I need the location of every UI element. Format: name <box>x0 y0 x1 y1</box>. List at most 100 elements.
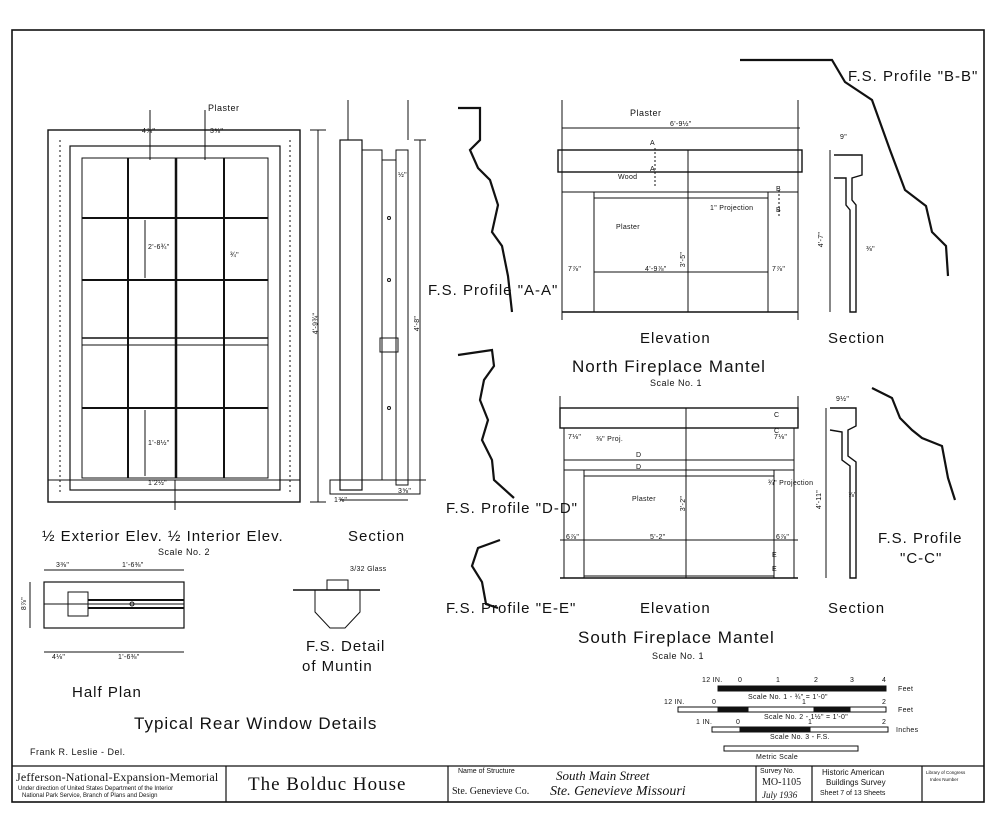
window-elev-title: ½ Exterior Elev. ½ Interior Elev. <box>42 528 284 545</box>
north-sec-mid: ⅜" <box>866 246 875 253</box>
scale1-unit: 12 IN. <box>702 677 723 684</box>
title-street: South Main Street <box>556 768 650 783</box>
title-block <box>12 765 984 802</box>
title-org-sub-2: National Park Service, Branch of Plans a… <box>22 793 158 799</box>
south-dim-h: 3'-2" <box>680 495 688 512</box>
plan-dim-bot1: 4⅛" <box>52 654 66 661</box>
section-dim-b1: 3⅝" <box>398 488 412 495</box>
south-dim-left: 7⅛" <box>568 434 582 441</box>
north-dim-side1: 7⅞" <box>568 266 582 273</box>
south-mantel-section <box>825 407 857 579</box>
north-plaster-mid: Plaster <box>616 224 640 231</box>
sheet-border <box>11 29 985 803</box>
muntin-detail <box>293 579 380 629</box>
south-dim-opening: 5'-2" <box>650 534 666 541</box>
north-profile-bb-label: F.S. Profile "B-B" <box>848 68 979 85</box>
south-profile-cc-label-1: F.S. Profile <box>878 530 963 547</box>
north-profile-aa-label: F.S. Profile "A-A" <box>428 282 559 299</box>
title-date: July 1936 <box>762 790 798 800</box>
north-mantel-elevation <box>557 100 803 320</box>
window-section-title: Section <box>348 528 406 545</box>
scale2-tick-0: 0 <box>712 699 717 706</box>
north-dim-h: 3'-5" <box>680 251 688 268</box>
south-plaster: Plaster <box>632 496 656 503</box>
south-mark-e1: E <box>772 552 777 559</box>
scale1-tick-3: 3 <box>850 677 855 684</box>
south-mantel-scale: Scale No. 1 <box>652 651 705 661</box>
scale2-unit: 12 IN. <box>664 699 685 706</box>
south-mark-d1: D <box>636 452 642 459</box>
half-plan <box>29 569 185 653</box>
south-dim-right: 7⅛" <box>774 434 788 441</box>
north-mantel-scale: Scale No. 1 <box>650 378 703 388</box>
window-main-title: Typical Rear Window Details <box>134 714 378 733</box>
scale2-tick-1: 1 <box>802 699 807 706</box>
muntin-title-2: of Muntin <box>302 658 373 675</box>
metric-scale-label: Metric Scale <box>756 754 799 761</box>
south-profile-cc <box>871 387 957 501</box>
scale2-units: Feet <box>898 707 914 714</box>
south-mark-c2: C <box>774 428 780 435</box>
south-profile-ee-label: F.S. Profile "E-E" <box>446 600 577 617</box>
scale1-tick-0: 0 <box>738 677 743 684</box>
scale3-units: Inches <box>896 727 919 734</box>
north-mark-a1: A <box>650 140 655 147</box>
north-mantel-section <box>829 150 863 313</box>
window-dim-lower: 1'-8½" <box>148 440 170 447</box>
title-habs-2: Buildings Survey <box>826 778 886 787</box>
title-sheet: Sheet 7 of 13 Sheets <box>820 790 886 797</box>
title-structure: The Bolduc House <box>248 774 407 795</box>
scale2-tick-2: 2 <box>882 699 887 706</box>
south-sec-h: 4'-11" <box>816 489 824 510</box>
title-loc-1: Library of Congress <box>926 770 966 775</box>
south-profile-dd <box>457 348 515 499</box>
north-sec-top: 9" <box>840 134 847 141</box>
window-dim-sill: 1'2½" <box>148 480 167 487</box>
south-mantel-elevation <box>559 396 799 579</box>
title-survey-no: MO-1105 <box>762 777 802 788</box>
north-projection: 1" Projection <box>710 205 754 212</box>
north-mark-b2: B <box>776 207 781 214</box>
south-profile-dd-label: F.S. Profile "D-D" <box>446 500 579 517</box>
half-plan-title: Half Plan <box>72 684 142 701</box>
south-mark-e2: E <box>772 566 777 573</box>
south-sec-mid: ⅞" <box>848 492 857 499</box>
title-loc-2: Index Number <box>930 777 959 782</box>
title-city: Ste. Genevieve Missouri <box>550 784 686 799</box>
north-dim-side2: 7⅞" <box>772 266 786 273</box>
window-section <box>329 100 426 501</box>
plan-dim-top1: 3⅜" <box>56 562 70 569</box>
muntin-title-1: F.S. Detail <box>306 638 386 655</box>
scale1-units: Feet <box>898 686 914 693</box>
south-profile-cc-label-2: "C-C" <box>900 550 943 567</box>
title-survey-label: Survey No. <box>760 768 795 775</box>
scale2-label: Scale No. 2 - 1½" = 1'-0" <box>764 714 849 721</box>
title-county: Ste. Genevieve Co. <box>452 786 530 797</box>
window-dim-pane: 2'-6¾" <box>148 244 170 251</box>
south-sec-top: 9½" <box>836 396 850 403</box>
plan-dim-side: 8⅞" <box>21 596 29 611</box>
window-dim-glass: ¾" <box>230 252 239 259</box>
window-elevation <box>47 110 326 510</box>
north-profile-bb <box>740 58 950 277</box>
window-dim-height: 4'-9¾" <box>312 312 320 335</box>
north-sec-h: 4'-7" <box>818 231 826 248</box>
title-name-label: Name of Structure <box>458 768 515 775</box>
scale3-unit: 1 IN. <box>696 719 713 726</box>
section-dim-top: ½" <box>398 172 407 179</box>
scale1-tick-1: 1 <box>776 677 781 684</box>
window-dim-top2: 3⅝" <box>210 128 224 135</box>
section-dim-height: 4'-8" <box>414 315 422 332</box>
south-dim-side1: 6⅞" <box>566 534 580 541</box>
graphic-scales <box>677 685 889 752</box>
south-proj1: ⅜" Proj. <box>596 436 624 443</box>
delineator: Frank R. Leslie - Del. <box>30 747 126 757</box>
south-mantel-title: South Fireplace Mantel <box>578 628 775 647</box>
south-mark-d2: D <box>636 464 642 471</box>
south-profile-ee <box>470 538 501 610</box>
north-mark-a2: A <box>650 166 655 173</box>
south-section-title: Section <box>828 600 886 617</box>
plan-dim-bot2: 1'-6⅜" <box>118 654 140 661</box>
north-profile-aa <box>458 106 514 313</box>
